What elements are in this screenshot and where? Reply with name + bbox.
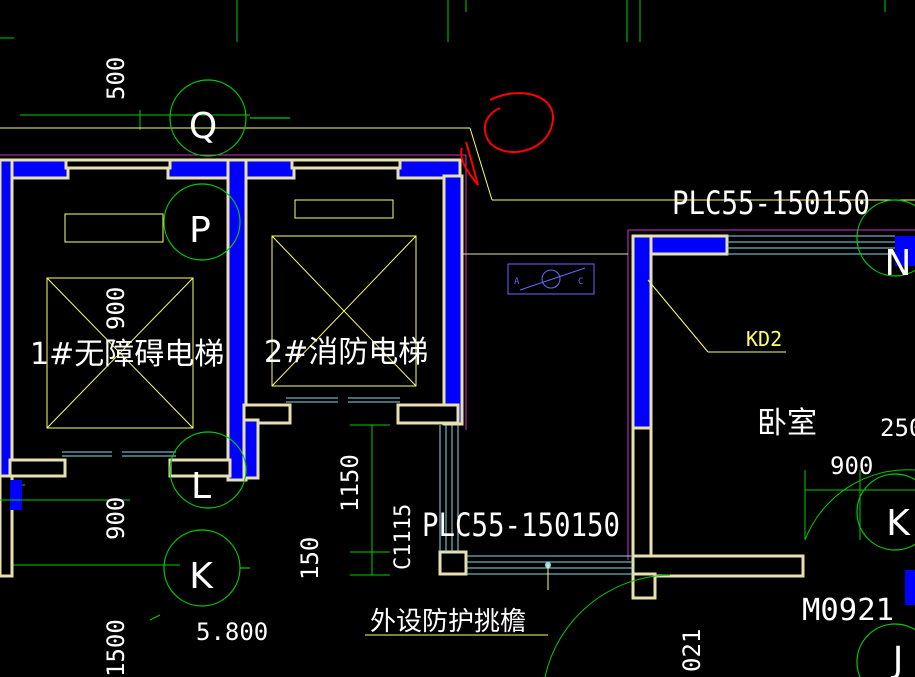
tag-labels: KD2 M0921 外设防护挑檐 5.800 C1115 (196, 327, 894, 646)
axis-label-n: N (885, 243, 912, 284)
elevator-cars (46, 199, 417, 429)
elevator-1-label: 1#无障碍电梯 (30, 337, 224, 372)
dimension-lines (0, 424, 915, 677)
dim-1500: 1500 (102, 619, 130, 677)
window-label-middle: PLC55-150150 (422, 506, 620, 544)
axis-letters: Q P L K N K J (189, 106, 912, 677)
kd2-tag: KD2 (746, 327, 782, 351)
canopy-label: 外设防护挑檐 (370, 607, 526, 637)
dim-250: 250 (880, 414, 915, 442)
elevation-label: 5.800 (196, 618, 268, 646)
axis-label-k-right: K (886, 503, 911, 544)
elevator-2-label: 2#消防电梯 (264, 335, 428, 370)
block-letter-c: C (578, 277, 583, 287)
axis-label-p: P (189, 210, 211, 251)
symbol-block: A C (507, 263, 595, 295)
axis-label-q: Q (189, 106, 217, 147)
dim-900-vertical: 900 (102, 287, 130, 330)
room-labels: 1#无障碍电梯 2#消防电梯 卧室 (30, 335, 817, 441)
axis-bubbles (163, 79, 915, 677)
axis-label-l: L (191, 466, 211, 507)
dim-021: 021 (678, 629, 706, 672)
dim-900-left: 900 (102, 497, 130, 540)
dim-900-right: 900 (830, 452, 873, 480)
dim-1150: 1150 (336, 454, 364, 512)
walls (0, 158, 915, 605)
block-letter-a: A (514, 277, 520, 287)
dim-500: 500 (102, 57, 130, 100)
axis-label-j: J (891, 640, 904, 677)
bedroom-label: 卧室 (757, 406, 817, 441)
door-tag: M0921 (802, 593, 894, 628)
windows (62, 235, 895, 575)
red-markup-circles (460, 92, 555, 186)
axis-label-k-left: K (189, 556, 214, 597)
c1115-label: C1115 (391, 504, 416, 570)
leader-lines (365, 279, 786, 636)
structure-lines (0, 127, 915, 560)
window-label-top: PLC55-150150 (672, 184, 870, 222)
window-labels: PLC55-150150 PLC55-150150 (422, 184, 870, 544)
dim-150: 150 (296, 537, 324, 580)
dimension-text: 500 900 900 1500 1150 150 900 250 021 (102, 57, 915, 677)
